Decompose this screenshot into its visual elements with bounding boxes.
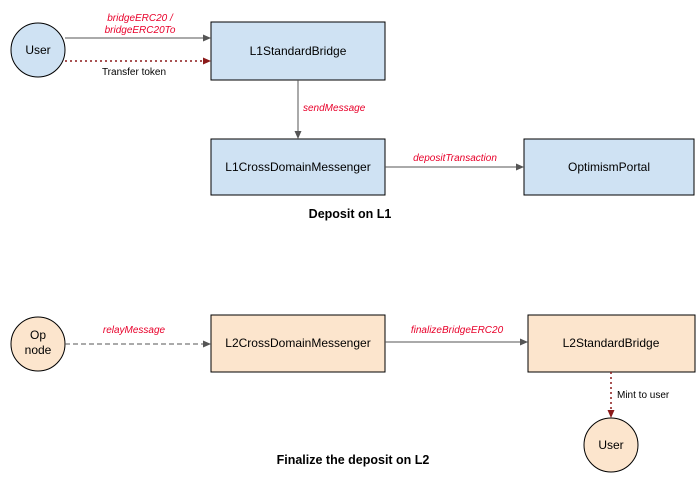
l1-section: User L1StandardBridge L1CrossDomainMesse… [10, 13, 695, 221]
edge-send-message-label: sendMessage [303, 103, 366, 114]
op-node-label-line2: node [25, 343, 52, 357]
l2-cross-domain-messenger-label: L2CrossDomainMessenger [225, 336, 370, 350]
l1-standard-bridge-node: L1StandardBridge [210, 21, 386, 81]
l2-standard-bridge-node: L2StandardBridge [527, 314, 696, 373]
l1-standard-bridge-label: L1StandardBridge [250, 44, 347, 58]
l1-section-title: Deposit on L1 [309, 207, 392, 221]
edge-relay-message-label: relayMessage [103, 325, 166, 336]
edge-mint-to-user-label: Mint to user [617, 390, 670, 401]
l2-section: Op node L2CrossDomainMessenger L2Standar… [10, 314, 696, 473]
optimism-portal-node: OptimismPortal [523, 138, 695, 196]
edge-finalize-bridge-label: finalizeBridgeERC20 [411, 325, 504, 336]
op-node-node: Op node [10, 316, 66, 372]
l1-cross-domain-messenger-label: L1CrossDomainMessenger [225, 160, 370, 174]
edge-bridge-label-line1: bridgeERC20 / [107, 13, 174, 24]
l1-user-node: User [10, 22, 66, 78]
edge-deposit-transaction-label: depositTransaction [413, 153, 497, 164]
edge-transfer-token-label: Transfer token [102, 67, 166, 78]
l1-cross-domain-messenger-node: L1CrossDomainMessenger [210, 138, 386, 196]
l2-user-label: User [598, 438, 623, 452]
optimism-portal-label: OptimismPortal [568, 160, 650, 174]
op-node-label-line1: Op [30, 328, 46, 342]
l2-standard-bridge-label: L2StandardBridge [563, 336, 660, 350]
l2-cross-domain-messenger-node: L2CrossDomainMessenger [210, 314, 386, 373]
l2-section-title: Finalize the deposit on L2 [277, 453, 430, 467]
edge-bridge-label-line2: bridgeERC20To [105, 25, 176, 36]
l1-user-label: User [25, 43, 50, 57]
l2-user-node: User [583, 417, 639, 473]
